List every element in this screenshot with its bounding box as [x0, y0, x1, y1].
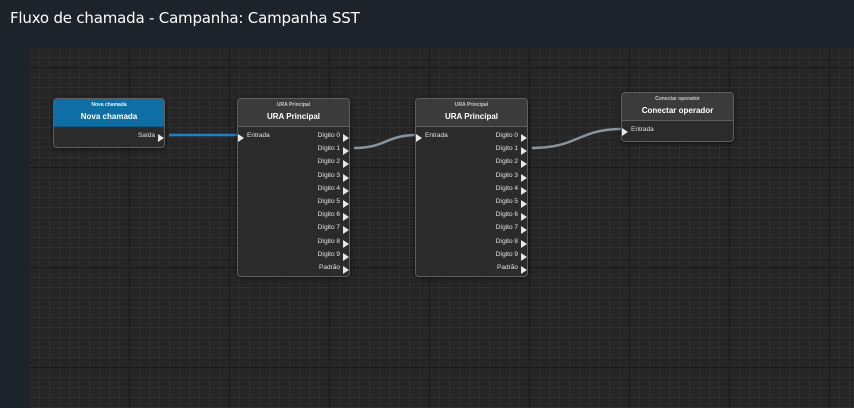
node-type-label: Nova chamada — [91, 102, 127, 108]
node-type-label: URA Principal — [276, 102, 311, 108]
port-arrow-icon[interactable] — [521, 226, 527, 235]
node-header: Conectar operador Conectar operador — [622, 93, 733, 121]
port-label: Dígito 7 — [495, 224, 518, 232]
output-port-9[interactable]: Dígito 9 — [495, 250, 527, 263]
port-label: Dígito 2 — [495, 158, 518, 166]
output-port-6[interactable]: Dígito 6 — [317, 211, 349, 223]
port-arrow-icon[interactable] — [158, 134, 164, 142]
output-port-0[interactable]: Dígito 0 — [495, 132, 527, 144]
port-arrow-icon[interactable] — [343, 239, 349, 248]
port-label: Dígito 5 — [495, 198, 518, 205]
output-port-0[interactable]: Dígito 0 — [317, 132, 349, 144]
link-ura1-digit1-to-ura2[interactable] — [353, 133, 418, 150]
port-label: Entrada — [247, 132, 270, 139]
output-port-4[interactable]: Dígito 4 — [317, 184, 349, 197]
input-port-entrada[interactable]: Entrada — [416, 132, 448, 144]
output-port-2[interactable]: Dígito 2 — [495, 158, 527, 170]
port-label: Dígito 6 — [317, 211, 340, 219]
title-bar: Fluxo de chamada - Campanha: Campanha SS… — [0, 0, 854, 40]
node-conectar-operador[interactable]: Conectar operador Conectar operador Entr… — [621, 92, 734, 142]
node-header: Nova chamada Nova chamada — [54, 99, 164, 127]
output-port-3[interactable]: Dígito 3 — [495, 171, 527, 184]
node-type-label: Conectar operador — [655, 96, 700, 102]
port-arrow-icon[interactable] — [238, 134, 244, 142]
port-arrow-icon[interactable] — [521, 147, 527, 156]
port-label: Padrão — [319, 264, 340, 271]
port-arrow-icon[interactable] — [343, 226, 349, 235]
output-port-7[interactable]: Dígito 7 — [317, 224, 349, 236]
port-arrow-icon[interactable] — [521, 266, 527, 274]
port-arrow-icon[interactable] — [521, 200, 527, 208]
node-nova-chamada[interactable]: Nova chamada Nova chamada Saída — [53, 98, 165, 148]
output-port-5[interactable]: Dígito 5 — [495, 198, 527, 210]
port-label: Dígito 0 — [317, 132, 340, 139]
node-header: URA Principal URA Principal — [416, 99, 527, 127]
port-arrow-icon[interactable] — [343, 213, 349, 222]
port-label: Dígito 1 — [317, 145, 340, 153]
output-port-4[interactable]: Dígito 4 — [495, 184, 527, 197]
port-arrow-icon[interactable] — [343, 266, 349, 274]
port-label: Saída — [138, 132, 155, 139]
port-label: Dígito 7 — [317, 224, 340, 232]
port-arrow-icon[interactable] — [416, 134, 422, 142]
node-type-label: URA Principal — [454, 102, 489, 108]
node-name-label: URA Principal — [266, 112, 321, 121]
port-arrow-icon[interactable] — [521, 252, 527, 261]
port-label: Dígito 3 — [317, 171, 340, 179]
output-port-6[interactable]: Dígito 6 — [495, 211, 527, 223]
port-label: Dígito 0 — [495, 132, 518, 139]
port-label: Dígito 8 — [495, 237, 518, 245]
port-label: Dígito 5 — [317, 198, 340, 205]
port-label: Dígito 9 — [317, 250, 340, 258]
node-name-label: URA Principal — [444, 112, 499, 121]
output-port-7[interactable]: Dígito 7 — [495, 224, 527, 236]
port-label: Dígito 4 — [317, 184, 340, 192]
port-arrow-icon[interactable] — [343, 134, 349, 142]
output-port-5[interactable]: Dígito 5 — [317, 198, 349, 210]
output-port-2[interactable]: Dígito 2 — [317, 158, 349, 170]
output-port-8[interactable]: Dígito 8 — [495, 237, 527, 250]
port-label: Dígito 1 — [495, 145, 518, 153]
node-ura-principal-2[interactable]: URA Principal URA Principal Entrada Dígi… — [415, 98, 528, 277]
node-name-label: Nova chamada — [80, 112, 138, 121]
port-label: Dígito 4 — [495, 184, 518, 192]
port-arrow-icon[interactable] — [521, 160, 527, 169]
port-label: Entrada — [425, 132, 448, 139]
port-arrow-icon[interactable] — [343, 147, 349, 156]
port-label: Dígito 6 — [495, 211, 518, 219]
port-label: Entrada — [631, 126, 654, 133]
output-port-10[interactable]: Padrão — [319, 264, 349, 276]
port-arrow-icon[interactable] — [343, 200, 349, 208]
port-arrow-icon[interactable] — [343, 252, 349, 261]
input-port-entrada[interactable]: Entrada — [622, 126, 654, 138]
output-port-1[interactable]: Dígito 1 — [495, 145, 527, 157]
port-arrow-icon[interactable] — [521, 134, 527, 142]
port-arrow-icon[interactable] — [343, 186, 349, 195]
port-label: Dígito 3 — [495, 171, 518, 179]
output-port-10[interactable]: Padrão — [497, 264, 527, 276]
port-arrow-icon[interactable] — [521, 173, 527, 182]
node-name-label: Conectar operador — [641, 106, 714, 115]
node-ura-principal-1[interactable]: URA Principal URA Principal Entrada Dígi… — [237, 98, 350, 277]
output-port-saida[interactable]: Saída — [138, 132, 164, 144]
port-arrow-icon[interactable] — [521, 186, 527, 195]
port-arrow-icon[interactable] — [343, 173, 349, 182]
output-port-9[interactable]: Dígito 9 — [317, 250, 349, 263]
input-port-entrada[interactable]: Entrada — [238, 132, 270, 144]
port-arrow-icon[interactable] — [622, 128, 628, 136]
port-arrow-icon[interactable] — [343, 160, 349, 169]
output-port-3[interactable]: Dígito 3 — [317, 171, 349, 184]
port-arrow-icon[interactable] — [521, 239, 527, 248]
port-arrow-icon[interactable] — [521, 213, 527, 222]
link-ura2-digit1-to-conectar[interactable] — [531, 127, 623, 150]
flow-canvas[interactable]: Nova chamada Nova chamada Saída URA Prin… — [30, 48, 854, 408]
port-label: Dígito 2 — [317, 158, 340, 166]
page-title: Fluxo de chamada - Campanha: Campanha SS… — [10, 9, 360, 27]
output-port-8[interactable]: Dígito 8 — [317, 237, 349, 250]
output-port-1[interactable]: Dígito 1 — [317, 145, 349, 157]
node-header: URA Principal URA Principal — [238, 99, 349, 127]
port-label: Dígito 9 — [495, 250, 518, 258]
port-label: Padrão — [497, 264, 518, 271]
port-label: Dígito 8 — [317, 237, 340, 245]
